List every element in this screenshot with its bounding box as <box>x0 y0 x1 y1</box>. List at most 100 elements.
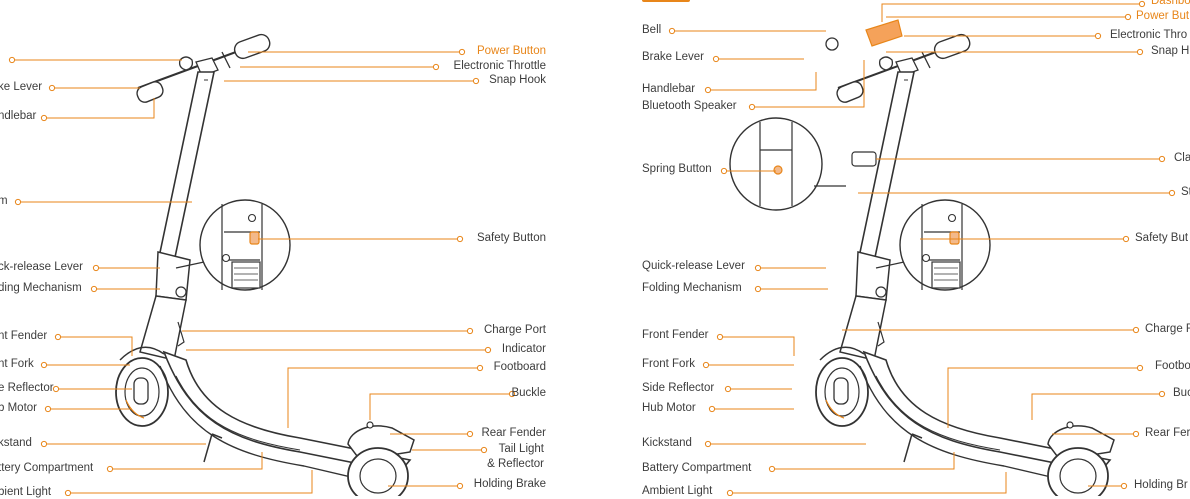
label-dashboard: Dashbo <box>1151 0 1190 7</box>
label-safety-button-r: Safety But <box>1135 232 1189 244</box>
label-stem-r: St <box>1181 186 1190 198</box>
leader-endpoint <box>704 86 712 94</box>
leader-line <box>110 452 263 470</box>
leader-endpoint <box>1158 155 1166 163</box>
leader-endpoint <box>40 361 48 369</box>
label-safety-button: Safety Button <box>476 232 546 244</box>
leader-line <box>287 367 480 428</box>
leader-endpoint <box>90 285 98 293</box>
leader-endpoint <box>52 385 60 393</box>
label-quick-release-lever-r: Quick-release Lever <box>642 260 745 272</box>
leader-endpoint <box>466 430 474 438</box>
leader-endpoint <box>8 56 16 64</box>
leader-endpoint <box>702 361 710 369</box>
label-folding-mechanism: ding Mechanism <box>0 282 82 294</box>
label-battery-compartment: ttery Compartment <box>0 462 94 474</box>
leader-endpoint <box>458 48 466 56</box>
label-charge-port-r: Charge F <box>1145 323 1190 335</box>
leader-endpoint <box>768 465 776 473</box>
label-stem: m <box>0 195 8 207</box>
label-quick-release-lever: ck-release Lever <box>0 261 84 273</box>
label-ambient-light: bient Light <box>0 486 52 498</box>
label-footboard: Footboard <box>493 361 546 373</box>
leader-endpoint <box>716 333 724 341</box>
label-clamp: Cla <box>1174 152 1190 164</box>
leader-endpoint <box>456 482 464 490</box>
label-kickstand-r: Kickstand <box>642 437 692 449</box>
leader-endpoint <box>1136 48 1144 56</box>
label-hub-motor: b Motor <box>0 402 37 414</box>
leader-line <box>1031 393 1162 420</box>
label-snap-hook: Snap Hook <box>489 74 546 86</box>
leader-endpoint <box>508 390 516 398</box>
label-rear-fender: Rear Fender <box>481 427 546 439</box>
leader-line <box>772 452 955 470</box>
label-handlebar-r: Handlebar <box>642 83 696 95</box>
leader-endpoint <box>704 440 712 448</box>
right-scooter-drawing <box>729 19 1115 496</box>
leader-endpoint <box>1120 482 1128 490</box>
label-buckle: Buckle <box>511 387 546 399</box>
label-front-fork: nt Fork <box>0 358 34 370</box>
dashboard-badge <box>642 0 690 2</box>
label-spring-button: Spring Button <box>642 163 712 175</box>
leader-endpoint <box>484 346 492 354</box>
label-side-reflector-r: Side Reflector <box>642 382 715 394</box>
leader-endpoint <box>44 405 52 413</box>
label-footboard-r: Footbo <box>1155 360 1190 372</box>
label-buckle-r: Buc <box>1173 387 1190 399</box>
leader-endpoint <box>748 103 756 111</box>
label-rear-fender-r: Rear Fer <box>1145 427 1190 439</box>
leader-endpoint <box>64 489 72 496</box>
leader-endpoint <box>92 264 100 272</box>
leader-endpoint <box>40 114 48 122</box>
leader-lines <box>8 0 1176 496</box>
label-side-reflector: e Reflector <box>0 382 54 394</box>
label-tail-light: Tail Light <box>498 443 544 455</box>
leader-endpoint <box>48 84 56 92</box>
label-indicator: Indicator <box>501 343 546 355</box>
leader-endpoint <box>456 235 464 243</box>
label-holding-brake-r: Holding Br <box>1134 479 1188 491</box>
left-scooter-drawing <box>115 31 415 496</box>
leader-endpoint <box>1138 0 1146 8</box>
leader-endpoint <box>1122 235 1130 243</box>
label-kickstand: kstand <box>0 437 32 449</box>
leader-endpoint <box>712 55 720 63</box>
label-holding-brake: Holding Brake <box>473 478 546 490</box>
label-power-button: Power Button <box>476 45 546 57</box>
label-front-fender: nt Fender <box>0 330 48 342</box>
leader-line <box>708 72 817 91</box>
leader-line <box>44 98 155 119</box>
leader-endpoint <box>1168 189 1176 197</box>
label-tail-light-reflector: & Reflector <box>487 458 544 470</box>
label-snap-hook-r: Snap H <box>1151 45 1190 57</box>
leader-endpoint <box>720 167 728 175</box>
leader-endpoint <box>754 285 762 293</box>
leader-endpoint <box>1132 326 1140 334</box>
label-hub-motor-r: Hub Motor <box>642 402 696 414</box>
label-electronic-throttle: Electronic Throttle <box>453 60 546 72</box>
label-charge-port: Charge Port <box>483 324 546 336</box>
leader-endpoint <box>476 364 484 372</box>
label-front-fender-r: Front Fender <box>642 329 709 341</box>
leader-endpoint <box>754 264 762 272</box>
leader-endpoint <box>1132 430 1140 438</box>
leader-line <box>68 470 313 494</box>
leader-line <box>720 336 795 356</box>
leader-endpoint <box>1136 364 1144 372</box>
label-brake-lever-r: Brake Lever <box>642 51 705 63</box>
leader-line <box>369 393 512 420</box>
leader-endpoint <box>54 333 62 341</box>
leader-endpoint <box>708 405 716 413</box>
leader-endpoint <box>668 27 676 35</box>
label-handlebar: ndlebar <box>0 110 37 122</box>
leader-endpoint <box>1158 390 1166 398</box>
leader-endpoint <box>472 77 480 85</box>
leader-endpoint <box>726 489 734 496</box>
leader-line <box>752 60 865 108</box>
leader-endpoint <box>432 63 440 71</box>
leader-line <box>730 472 1007 494</box>
leader-endpoint <box>466 327 474 335</box>
